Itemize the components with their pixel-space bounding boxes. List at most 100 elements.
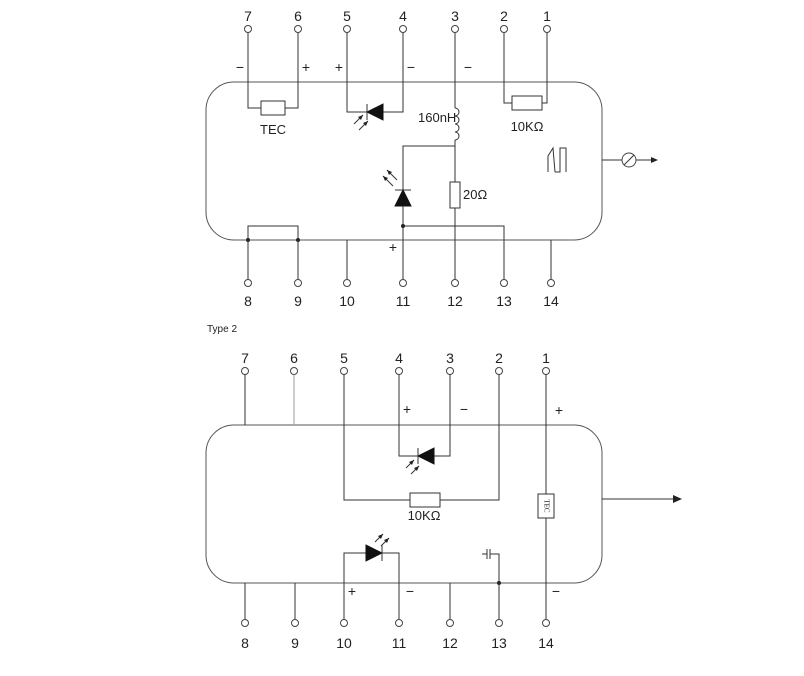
type1-sign-pin4: − [407,59,415,75]
type1-sign-pin7: − [236,59,244,75]
type1-pin-label: 7 [244,8,252,24]
type2-pin-label: 10 [336,635,352,651]
type2-sign-pin4: + [403,401,411,417]
type2-tec: TEC [537,425,555,583]
type2-bottom-pins: 8 9 10 11 12 [241,583,554,651]
type2-pin-label: 7 [241,350,249,366]
type2-pin-label: 8 [241,635,249,651]
type2-pin-2[interactable]: 2 [495,350,503,425]
type1-pin-7[interactable]: 7 [244,8,252,82]
photodiode-icon [353,103,384,131]
thermistor-icon [409,492,441,508]
type1-pin-label: 2 [500,8,508,24]
type2-pin-label: 13 [491,635,507,651]
type1-pin-12[interactable]: 12 [447,240,463,309]
type1-pin-3[interactable]: 3 [451,8,459,82]
laser-diode-icon [382,169,412,207]
type1-top-pins: 7 6 5 4 3 [244,8,551,82]
thermistor-icon [511,95,543,111]
type1-pin-1[interactable]: 1 [543,8,551,82]
type2-laser-diode [343,533,400,583]
type2-pin-10[interactable]: 10 [336,583,352,651]
type1-pin-label: 3 [451,8,459,24]
type2-pin-6[interactable]: 6 [290,350,298,425]
type1-thermistor-label: 10KΩ [511,119,544,134]
type2-pin-label: 3 [446,350,454,366]
type1-pin-label: 1 [543,8,551,24]
type2-pin-label: 11 [392,635,407,651]
type2-pin-5[interactable]: 5 [340,350,348,425]
type1-inductor: 160nH [418,82,460,182]
type2-pin-3[interactable]: 3 [446,350,454,425]
type1-pin-6[interactable]: 6 [294,8,302,82]
type2-pin-8[interactable]: 8 [241,583,249,651]
type1-laser-diode [382,145,455,240]
type1-pin-13[interactable]: 13 [496,240,512,309]
type1-pin-label: 5 [343,8,351,24]
type1-package: 7 6 5 4 3 [205,8,658,309]
type1-pin-label: 8 [244,293,252,309]
type2-sign-pin3: − [460,401,468,417]
type2-pin-label: 12 [442,635,458,651]
type2-tec-label: TEC [542,499,550,513]
type2-pin-label: 14 [538,635,554,651]
type1-pin-label: 11 [396,293,411,309]
type2-package-body [205,424,603,584]
type2-pin-4[interactable]: 4 [395,350,403,425]
type1-tec: TEC [247,82,299,137]
type2-top-pins: 7 6 5 4 3 [241,350,550,425]
type1-photodiode [346,82,404,131]
type2-thermistor: 10KΩ [343,425,500,523]
type1-pin-8[interactable]: 8 [244,240,252,309]
type1-pin-label: 9 [294,293,302,309]
type1-bottom-pins: 8 9 10 11 12 [244,240,559,309]
inductor-icon [454,107,460,141]
type1-resistor-label: 20Ω [463,187,487,202]
type2-thermistor-label: 10KΩ [408,508,441,523]
type1-resistor-20: 20Ω [449,181,487,240]
type1-package-body [205,81,603,241]
type2-sign-pin1: + [555,402,563,418]
type2-sign-pin14: − [552,583,560,599]
type1-pin-label: 13 [496,293,512,309]
type1-pin-label: 6 [294,8,302,24]
type1-sign-pin3: − [464,59,472,75]
type1-pin-label: 12 [447,293,463,309]
type2-pin-9[interactable]: 9 [291,583,299,651]
type2-pin-1[interactable]: 1 [542,350,550,425]
type2-photodiode [398,425,451,475]
type2-package: 7 6 5 4 3 [205,350,682,651]
type2-pin-12[interactable]: 12 [442,583,458,651]
type1-sign-pin5: + [335,59,343,75]
photodiode-icon [405,447,435,475]
type2-sign-pin10: + [348,583,356,599]
type1-pin-label: 14 [543,293,559,309]
type1-pin-11[interactable]: 11 [396,240,411,309]
type2-pin-label: 6 [290,350,298,366]
type2-pin-label: 5 [340,350,348,366]
type1-fiber-output [602,152,658,168]
capacitor-icon [482,549,500,583]
type1-inductor-label: 160nH [418,110,456,125]
type1-sign-pin11: + [389,239,397,255]
type2-heading: Type 2 [207,324,237,335]
isolator-icon [547,146,567,173]
type1-pin-14[interactable]: 14 [543,240,559,309]
type1-pin-9[interactable]: 9 [294,240,302,309]
type2-pin-11[interactable]: 11 [392,583,407,651]
type2-pin-label: 1 [542,350,550,366]
type1-pin-5[interactable]: 5 [343,8,351,82]
type2-pin-7[interactable]: 7 [241,350,249,425]
type1-pin-2[interactable]: 2 [500,8,508,82]
type1-thermistor: 10KΩ [503,82,548,134]
fiber-output-icon [602,495,682,503]
type1-pin-label: 10 [339,293,355,309]
type2-sign-pin11: − [406,583,414,599]
type1-pin-10[interactable]: 10 [339,240,355,309]
type2-pin-13[interactable]: 13 [491,583,507,651]
type1-tec-label: TEC [260,122,286,137]
laser-diode-icon [365,533,390,562]
type1-pin-4[interactable]: 4 [399,8,407,82]
type2-pin-14[interactable]: 14 [538,583,554,651]
